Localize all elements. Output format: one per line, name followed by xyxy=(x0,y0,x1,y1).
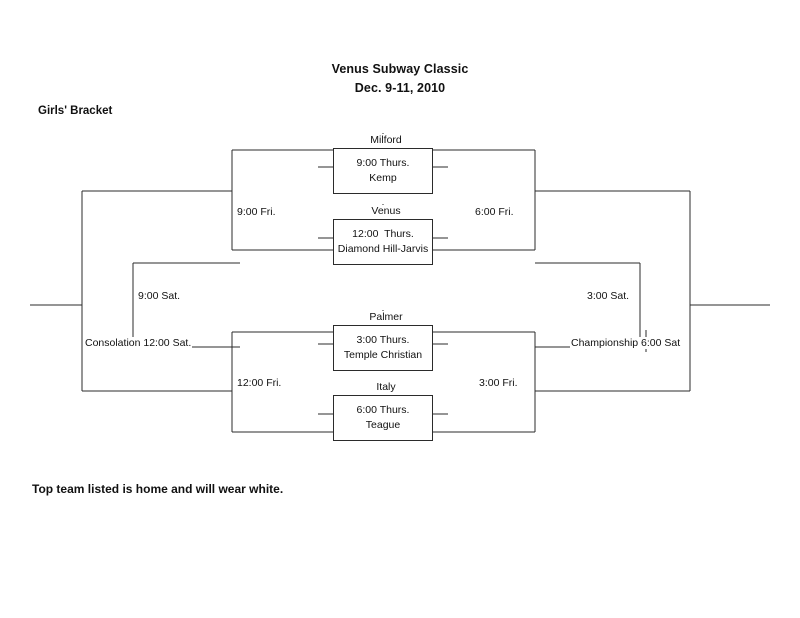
game-1-bottom-team: Kemp xyxy=(369,172,397,184)
game-3-top-team: Palmer xyxy=(333,311,439,323)
game-3-bottom-team: Temple Christian xyxy=(343,349,423,361)
game-3-time: 3:00 Thurs. xyxy=(356,334,410,346)
round-label-upper-right: 6:00 Fri. xyxy=(474,206,515,218)
page-title: Venus Subway Classic xyxy=(331,62,469,76)
game-2-time: 12:00 Thurs. xyxy=(352,228,414,240)
game-box-3[interactable]: 3:00 Thurs. Temple Christian xyxy=(333,325,433,371)
game-1-top-team: Milford xyxy=(333,134,439,146)
bracket-division-label: Girls' Bracket xyxy=(38,105,113,117)
game-4-bottom-team: Teague xyxy=(365,419,401,431)
round-label-consolation-semi: 9:00 Sat. xyxy=(137,290,182,302)
footnote-text: Top team listed is home and will wear wh… xyxy=(32,482,284,496)
game-box-4[interactable]: 6:00 Thurs. Teague xyxy=(333,395,433,441)
page-subtitle-dates: Dec. 9-11, 2010 xyxy=(354,81,446,95)
game-1-time: 9:00 Thurs. xyxy=(356,157,410,169)
game-box-2[interactable]: 12:00 Thurs. Diamond Hill-Jarvis xyxy=(333,219,433,265)
game-2-bottom-team: Diamond Hill-Jarvis xyxy=(337,243,429,255)
round-label-consolation-final: Consolation 12:00 Sat. xyxy=(84,337,193,349)
game-4-top-team: Italy xyxy=(333,381,439,393)
game-box-1[interactable]: 9:00 Thurs. Kemp xyxy=(333,148,433,194)
round-label-championship: Championship 6:00 Sat xyxy=(570,337,682,349)
round-label-upper-left: 9:00 Fri. xyxy=(236,206,277,218)
game-4-time: 6:00 Thurs. xyxy=(356,404,410,416)
round-label-lower-left: 12:00 Fri. xyxy=(236,377,283,389)
game-2-top-team: Venus xyxy=(333,205,439,217)
round-label-lower-right: 3:00 Fri. xyxy=(478,377,519,389)
round-label-third-place: 3:00 Sat. xyxy=(586,290,631,302)
